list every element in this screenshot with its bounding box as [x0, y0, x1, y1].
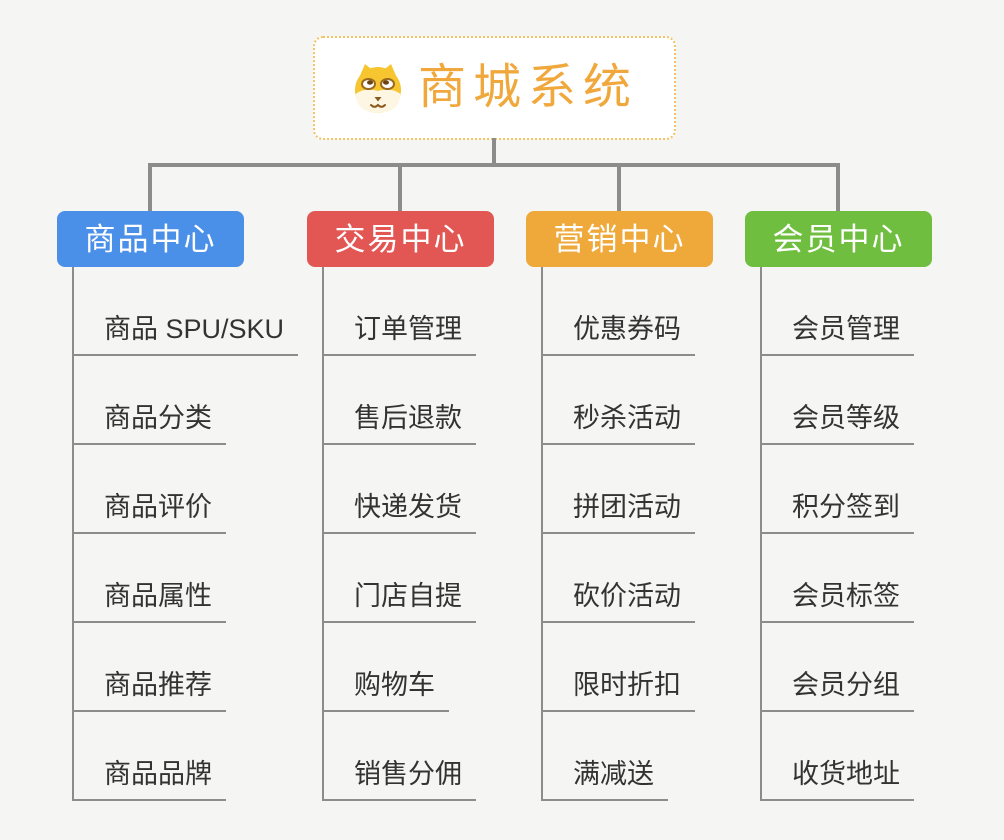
topic-node[interactable]: 快递发货	[322, 490, 476, 534]
topic-node[interactable]: 订单管理	[322, 312, 476, 356]
topic-node[interactable]: 商品 SPU/SKU	[72, 312, 299, 356]
connector-horizontal	[148, 163, 840, 167]
branch-vline	[760, 267, 762, 801]
topic-node[interactable]: 商品推荐	[72, 668, 226, 712]
branch-node-products[interactable]: 商品中心	[57, 211, 244, 267]
dog-face-icon	[351, 61, 405, 115]
branch-label: 商品中心	[84, 221, 217, 257]
topic-node[interactable]: 砍价活动	[541, 579, 695, 623]
topic-node[interactable]: 商品品牌	[72, 757, 226, 801]
topic-node[interactable]: 购物车	[322, 668, 449, 712]
branch-node-members[interactable]: 会员中心	[745, 211, 932, 267]
topic-node[interactable]: 商品评价	[72, 490, 226, 534]
branch-vline	[72, 267, 74, 801]
branch-vline	[322, 267, 324, 801]
topic-node[interactable]: 商品分类	[72, 401, 226, 445]
topic-node[interactable]: 收货地址	[760, 757, 914, 801]
connector-drop-marketing	[617, 163, 621, 212]
topic-node[interactable]: 优惠券码	[541, 312, 695, 356]
branch-node-marketing[interactable]: 营销中心	[526, 211, 713, 267]
connector-root-stub	[492, 138, 496, 165]
connector-drop-products	[148, 163, 152, 212]
branch-column-marketing: 营销中心 优惠券码 秒杀活动 拼团活动 砍价活动 限时折扣 满减送	[526, 211, 766, 811]
topic-node[interactable]: 拼团活动	[541, 490, 695, 534]
branch-node-orders[interactable]: 交易中心	[307, 211, 494, 267]
topic-node[interactable]: 积分签到	[760, 490, 914, 534]
topic-node[interactable]: 满减送	[541, 757, 668, 801]
topic-node[interactable]: 限时折扣	[541, 668, 695, 712]
topic-node[interactable]: 会员等级	[760, 401, 914, 445]
topic-node[interactable]: 销售分佣	[322, 757, 476, 801]
branch-vline	[541, 267, 543, 801]
branch-label: 营销中心	[553, 221, 686, 257]
root-title: 商城系统	[417, 61, 638, 114]
root-node[interactable]: 商城系统	[313, 36, 676, 140]
branch-column-orders: 交易中心 订单管理 售后退款 快递发货 门店自提 购物车 销售分佣	[307, 211, 547, 811]
topic-node[interactable]: 会员分组	[760, 668, 914, 712]
topic-node[interactable]: 商品属性	[72, 579, 226, 623]
branch-column-members: 会员中心 会员管理 会员等级 积分签到 会员标签 会员分组 收货地址	[745, 211, 985, 811]
connector-drop-orders	[398, 163, 402, 212]
branch-label: 会员中心	[772, 221, 905, 257]
branch-column-products: 商品中心 商品 SPU/SKU 商品分类 商品评价 商品属性 商品推荐 商品品牌	[57, 211, 299, 811]
topic-node[interactable]: 门店自提	[322, 579, 476, 623]
topic-node[interactable]: 会员管理	[760, 312, 914, 356]
connector-drop-members	[836, 163, 840, 212]
topic-node[interactable]: 售后退款	[322, 401, 476, 445]
topic-node[interactable]: 会员标签	[760, 579, 914, 623]
topic-node[interactable]: 秒杀活动	[541, 401, 695, 445]
branch-label: 交易中心	[334, 221, 467, 257]
